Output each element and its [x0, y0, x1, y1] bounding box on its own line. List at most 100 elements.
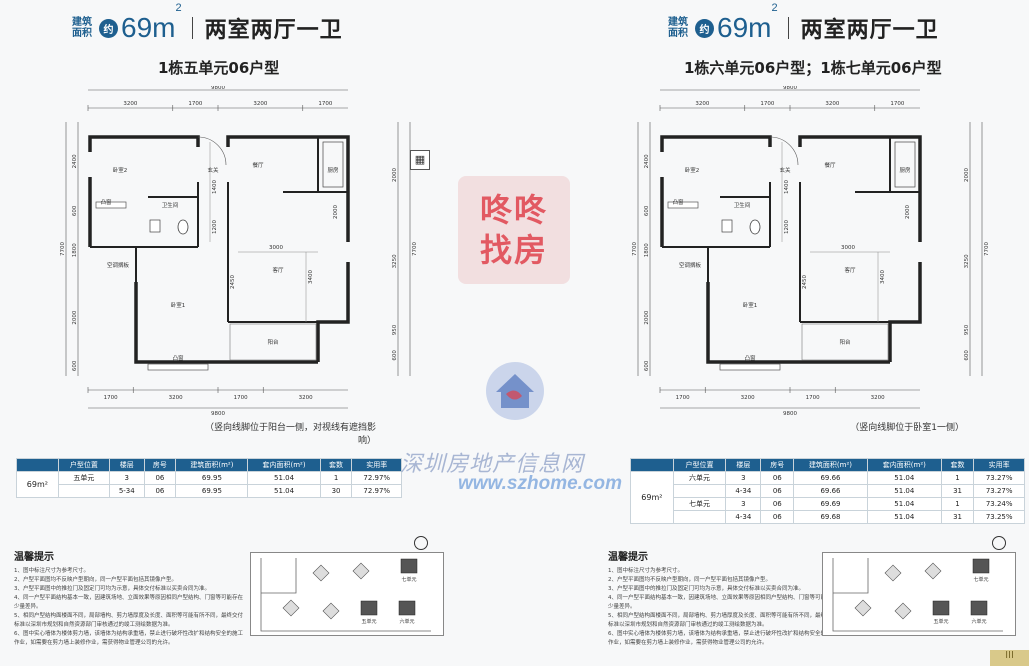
tip-item: 6、图中实心墙体为楼体剪力墙，该墙体为结构承重墙，禁止进行破坏性改扩和结构安全的…: [14, 631, 244, 646]
exterior-wall: [88, 135, 200, 152]
table-header: 建筑面积(m²): [793, 458, 868, 472]
table-header: [630, 458, 674, 472]
dimension-label: 600: [72, 360, 78, 371]
brand-watermark: 咚咚找房: [458, 176, 570, 284]
unit-type: 两室两厅一卫: [204, 18, 343, 43]
dimension-label: 600: [644, 360, 650, 371]
bay-window: [147, 363, 209, 371]
dimension-label: 600: [392, 350, 398, 361]
approx-badge: 约: [695, 18, 714, 38]
dimension-label: 1400: [212, 180, 218, 194]
table-header: 房号: [760, 458, 795, 472]
building-label: 六单元: [971, 618, 986, 625]
room-label: 阳台: [839, 338, 851, 346]
site-boundary: [261, 558, 297, 594]
kitchen-counter: [322, 141, 344, 188]
highlight-building: [970, 600, 988, 616]
grid-icon[interactable]: ▦: [410, 150, 430, 170]
plan-title: 1栋五单元06户型: [158, 59, 280, 77]
table-header: 房号: [143, 458, 177, 472]
dimension-label: 1700: [104, 395, 118, 401]
dimension-label: 2000: [392, 168, 398, 182]
toilet-icon: [749, 219, 761, 235]
room-label: 阳台: [267, 338, 279, 346]
tip-item: 5、相同户型结构面楼面不同，局部墙构、剪力墙厚度及长度、面积等可能有所不同，最终…: [608, 613, 838, 628]
dimension-label: 2000: [905, 205, 911, 219]
dimension-label: 3200: [741, 395, 755, 401]
highlight-building: [400, 558, 418, 574]
room-label: 客厅: [844, 266, 856, 274]
table-header: 实用率: [351, 458, 402, 472]
room-label: 餐厅: [252, 161, 264, 169]
room-label: 凸窗: [100, 198, 112, 206]
dimension-label: 1700: [188, 101, 202, 107]
room-label: 厨房: [327, 166, 339, 174]
building-footprint: [312, 564, 330, 582]
dimension-label: 3200: [825, 101, 839, 107]
site-boundary: [260, 558, 431, 632]
room-label: 凸窗: [744, 354, 756, 362]
area-value: 69m2: [717, 2, 778, 43]
building-footprint: [884, 564, 902, 582]
tip-item: 3、户型平面图中的推拉门及固定门可均为示意，具体交付标准以买卖合同为准。: [608, 586, 805, 592]
tips-heading: 温馨提示: [608, 552, 648, 563]
bay-window: [667, 201, 699, 209]
building-label: 五单元: [361, 618, 376, 625]
dimension-label: 600: [964, 350, 970, 361]
dimension-label: 600: [72, 205, 78, 216]
table-header: 楼层: [725, 458, 762, 472]
door-swing: [769, 136, 799, 166]
dimension-label: 2000: [644, 310, 650, 324]
building-footprint: [924, 562, 942, 580]
room-label: 厨房: [899, 166, 911, 174]
dimension-total: 9800: [211, 411, 225, 416]
table-header: [16, 458, 59, 472]
table-header: 套数: [319, 458, 353, 472]
dimension-total: 9800: [783, 86, 797, 91]
area-header: 建筑面积 约 69m2 两室两厅一卫: [668, 2, 939, 43]
building-footprint: [282, 599, 300, 617]
exterior-wall: [660, 135, 772, 152]
room-label: 玄关: [207, 166, 219, 174]
tips-heading: 温馨提示: [14, 552, 54, 563]
sink-icon: [721, 219, 733, 233]
dimension-label: 1200: [212, 220, 218, 234]
bay-window: [95, 201, 127, 209]
dimension-label: 3200: [871, 395, 885, 401]
dimension-total: 9800: [783, 411, 797, 416]
dimension-label: 1700: [760, 101, 774, 107]
dimension-label: 3000: [269, 245, 283, 251]
kitchen-counter: [894, 141, 916, 188]
table-header: 实用率: [973, 458, 1025, 472]
dimension-label: 600: [644, 205, 650, 216]
highlight-building: [398, 600, 416, 616]
area-value: 69m2: [121, 2, 182, 43]
exterior-wall: [706, 282, 890, 364]
compass-icon: [414, 536, 428, 550]
dimension-label: 3250: [392, 254, 398, 268]
plan-note: （竖向线脚位于阳台一侧，对视线有遮挡影响）: [204, 423, 376, 446]
dimension-label: 1700: [806, 395, 820, 401]
area-label: 69m²: [630, 471, 674, 524]
balcony-area: [801, 323, 889, 361]
dimension-label: 3400: [880, 270, 886, 284]
exterior-wall: [316, 262, 350, 362]
dimension-total: 9800: [211, 86, 225, 91]
area-header: 建筑面积 约 69m2 两室两厅一卫: [72, 2, 343, 43]
table-header: 套数: [940, 458, 975, 472]
site-map-drawing: 七单元五单元六单元: [260, 558, 431, 632]
plan-title: 1栋六单元06户型；1栋七单元06户型: [684, 59, 942, 77]
dimension-label: 2000: [964, 168, 970, 182]
room-label: 空调搁板: [679, 261, 702, 269]
room-label: 客厅: [272, 266, 284, 274]
dimension-label: 3200: [169, 395, 183, 401]
room-label: 卧室1: [171, 301, 186, 309]
table-header: 楼层: [109, 458, 145, 472]
